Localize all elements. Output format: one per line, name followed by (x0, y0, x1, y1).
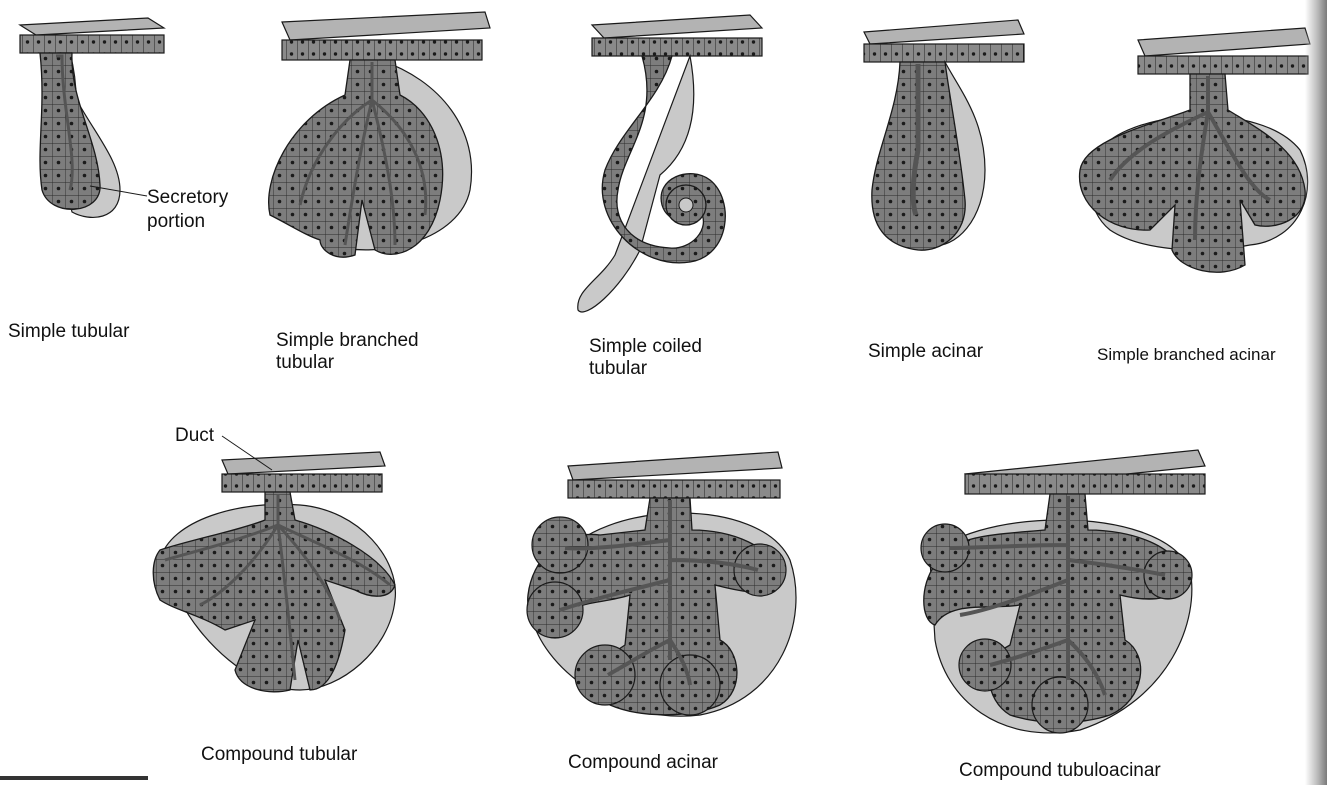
caption-simple-coiled-tubular: Simple coiled (589, 336, 702, 358)
page-corner-strip (0, 776, 148, 780)
caption-simple-branched-acinar: Simple branched acinar (1097, 345, 1276, 365)
duct-label: Duct (175, 425, 214, 447)
compound-tubuloacinar-illustration (921, 450, 1205, 733)
caption-simple-branched-tubular: Simple branched (276, 330, 419, 352)
caption-simple-coiled-tubular-line2: tubular (589, 358, 647, 380)
simple-acinar-illustration (864, 20, 1024, 250)
simple-branched-tubular-illustration (269, 12, 490, 257)
caption-compound-tubular: Compound tubular (201, 744, 357, 766)
caption-simple-tubular: Simple tubular (8, 321, 129, 343)
secretory-portion-label-line2: portion (147, 211, 205, 233)
simple-tubular-illustration (20, 18, 164, 217)
compound-acinar-illustration (527, 452, 796, 716)
simple-coiled-tubular-illustration (578, 15, 762, 312)
caption-simple-acinar: Simple acinar (868, 341, 983, 363)
compound-tubular-illustration (153, 436, 395, 692)
page-edge-shadow (1305, 0, 1327, 785)
caption-simple-branched-tubular-line2: tubular (276, 352, 334, 374)
caption-compound-acinar: Compound acinar (568, 752, 718, 774)
simple-branched-acinar-illustration (1080, 28, 1310, 272)
secretory-portion-label: Secretory (147, 187, 228, 209)
caption-compound-tubuloacinar: Compound tubuloacinar (959, 760, 1161, 782)
